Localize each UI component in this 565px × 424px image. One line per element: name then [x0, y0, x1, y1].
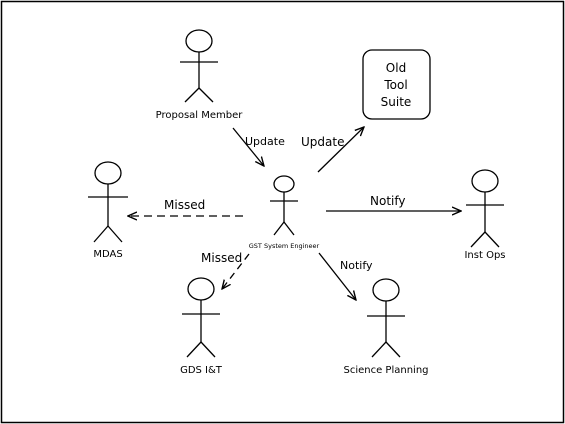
arrow-engineer-to-science [318, 252, 356, 300]
edge-label-gdsit-missed: Missed [201, 251, 242, 265]
actor-label-proposal-member: Proposal Member [156, 110, 244, 121]
arrow-engineer-to-gdsit [222, 253, 250, 289]
arrow-engineer-to-tool [317, 127, 364, 173]
arrow-proposal-to-engineer [232, 127, 264, 166]
actor-label-science-planning: Science Planning [343, 365, 428, 376]
actor-gds-it [182, 277, 220, 358]
actor-label-gds-it: GDS I&T [180, 365, 223, 376]
actor-head [185, 29, 213, 53]
actor-gst-system-engineer [270, 175, 298, 236]
actor-label-inst-ops: Inst Ops [464, 250, 505, 261]
tool-box-line-3: Suite [381, 95, 412, 109]
actor-head [273, 175, 295, 193]
actor-head [372, 278, 400, 302]
tool-box-line-1: Old [386, 61, 406, 75]
edge-label-tool-update: Update [301, 135, 344, 149]
actor-head [471, 169, 499, 193]
edge-label-science-notify: Notify [340, 259, 373, 272]
actor-proposal-member [180, 29, 218, 103]
actor-mdas [88, 161, 128, 243]
edge-label-proposal-update: Update [245, 135, 285, 148]
actor-label-mdas: MDAS [93, 249, 122, 260]
actor-head [94, 161, 122, 185]
actor-head [187, 277, 215, 301]
actor-label-gst-system-engineer: GST System Engineer [249, 242, 320, 250]
edge-label-instops-notify: Notify [370, 194, 405, 208]
tool-box-line-2: Tool [383, 78, 407, 92]
old-tool-suite-box [362, 49, 431, 120]
edge-label-mdas-missed: Missed [164, 198, 205, 212]
actor-science-planning [367, 278, 405, 358]
actor-inst-ops [466, 169, 504, 248]
